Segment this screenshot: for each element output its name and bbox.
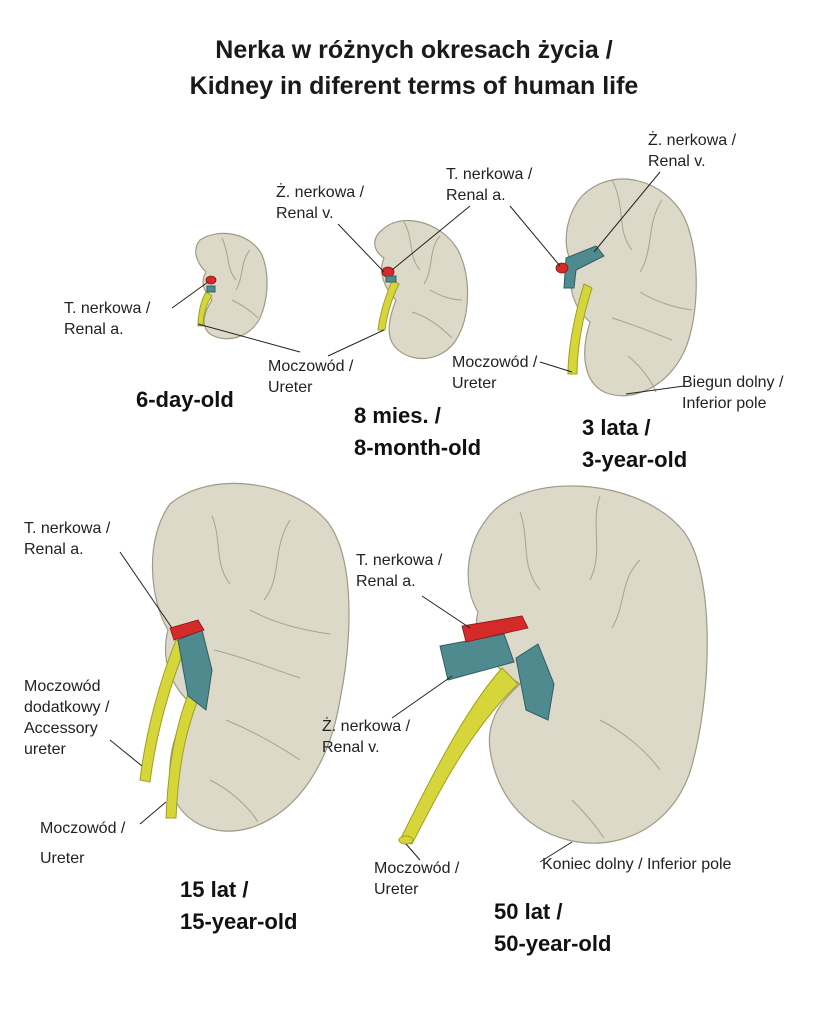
leader-lines [109, 171, 685, 863]
k1-age-en: 6-day-old [136, 387, 234, 412]
k5-renal-artery-pl: T. nerkowa / [356, 552, 443, 569]
k4-renal-artery-pl: T. nerkowa / [24, 520, 111, 537]
k5-age-en: 50-year-old [494, 931, 612, 956]
k1-renal-artery-label: T. nerkowa / Renal a. [64, 298, 150, 340]
kidney-6-day-old [195, 232, 268, 340]
k2-age-label: 8 mies. / 8-month-old [354, 400, 481, 464]
k1-renal-artery-pl: T. nerkowa / [64, 300, 151, 317]
k5-renal-vein-pl: Ż. nerkowa / [322, 718, 411, 735]
k4-accessory-ureter-en-1: Accessory [24, 720, 98, 737]
k4-accessory-ureter-pl-2: dodatkowy / [24, 699, 110, 716]
k1-ureter-pl: Moczowód / [268, 358, 354, 375]
k4-ureter-en: Ureter [40, 850, 85, 867]
k4-ureter-label: Moczowód / Ureter [40, 814, 125, 874]
diagram-title-pl: Nerka w różnych okresach życia / [215, 36, 613, 64]
k2-renal-artery-label: T. nerkowa / Renal a. [446, 164, 532, 206]
k3-ureter-pl: Moczowód / [452, 354, 538, 371]
k3-ureter-en: Ureter [452, 375, 497, 392]
k3-age-label: 3 lata / 3-year-old [582, 412, 687, 476]
k1-age-label: 6-day-old [136, 384, 234, 416]
k4-accessory-ureter-label: Moczowód dodatkowy / Accessory ureter [24, 676, 109, 760]
k2-renal-vein-pl: Ż. nerkowa / [276, 184, 365, 201]
k3-ureter-label: Moczowód / Ureter [452, 352, 537, 394]
k3-age-pl: 3 lata / [582, 415, 651, 440]
k4-accessory-ureter-en-2: ureter [24, 741, 66, 758]
kidney-50-year-old [398, 485, 708, 845]
k4-ureter-pl: Moczowód / [40, 820, 126, 837]
k5-age-pl: 50 lat / [494, 899, 563, 924]
k5-renal-artery-label: T. nerkowa / Renal a. [356, 550, 442, 592]
k2-renal-artery-en: Renal a. [446, 187, 506, 204]
k5-ureter-pl: Moczowód / [374, 860, 460, 877]
diagram-title-en: Kidney in diferent terms of human life [189, 72, 639, 100]
k3-inferior-pole-en: Inferior pole [682, 395, 767, 412]
k5-inferior-pole-text: Koniec dolny / Inferior pole [542, 856, 732, 873]
k3-inferior-pole-pl: Biegun dolny / [682, 374, 784, 391]
k4-renal-artery-en: Renal a. [24, 541, 84, 558]
k4-age-label: 15 lat / 15-year-old [180, 874, 297, 938]
k4-renal-artery-label: T. nerkowa / Renal a. [24, 518, 110, 560]
k2-renal-vein-en: Renal v. [276, 205, 334, 222]
k2-renal-vein-label: Ż. nerkowa / Renal v. [276, 182, 364, 224]
k4-accessory-ureter-pl-1: Moczowód [24, 678, 101, 695]
k5-renal-vein-label: Ż. nerkowa / Renal v. [322, 716, 410, 758]
k4-age-pl: 15 lat / [180, 877, 249, 902]
k3-renal-vein-en: Renal v. [648, 153, 706, 170]
k5-renal-artery-en: Renal a. [356, 573, 416, 590]
k5-ureter-en: Ureter [374, 881, 419, 898]
k3-renal-vein-label: Ż. nerkowa / Renal v. [648, 130, 736, 172]
k4-age-en: 15-year-old [180, 909, 298, 934]
k5-renal-vein-en: Renal v. [322, 739, 380, 756]
k5-ureter-label: Moczowód / Ureter [374, 858, 459, 900]
k1-ureter-label: Moczowód / Ureter [268, 356, 353, 398]
k2-renal-artery-pl: T. nerkowa / [446, 166, 533, 183]
k1-renal-artery-en: Renal a. [64, 321, 124, 338]
k5-inferior-pole-label: Koniec dolny / Inferior pole [542, 854, 731, 875]
k2-age-en: 8-month-old [354, 435, 482, 460]
kidney-8-month-old [374, 219, 469, 360]
k3-age-en: 3-year-old [582, 447, 688, 472]
k5-age-label: 50 lat / 50-year-old [494, 896, 611, 960]
kidney-3-year-old [555, 178, 697, 397]
k3-renal-vein-pl: Ż. nerkowa / [648, 132, 737, 149]
kidney-15-year-old [139, 482, 350, 832]
k3-inferior-pole-label: Biegun dolny / Inferior pole [682, 372, 783, 414]
k1-ureter-en: Ureter [268, 379, 313, 396]
k2-age-pl: 8 mies. / [354, 403, 441, 428]
